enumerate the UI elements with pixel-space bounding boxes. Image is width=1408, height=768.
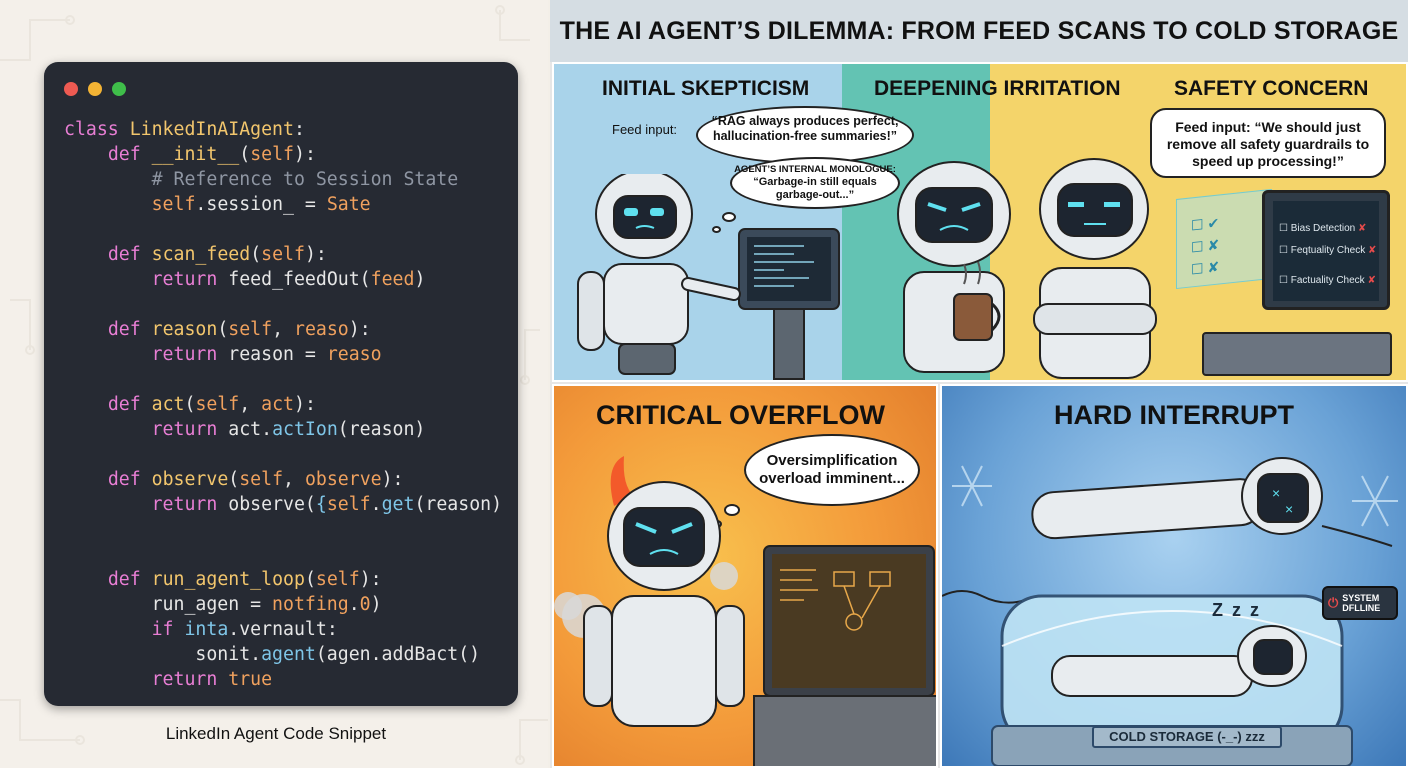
panel3-monitor-screen: ☐ Bias Detection ✘ ☐ Feqtuality Check ✘ … [1273,201,1379,301]
panel1-thought-cloud: AGENT’S INTERNAL MONOLOGUE: “Garbage-in … [730,157,900,209]
thought-dot [724,504,740,516]
code-line [64,442,502,467]
code-line: if inta.vernault: [151,619,338,640]
minimize-dot[interactable] [88,82,102,96]
panel3-checklist-item: ☐ Bias Detection ✘ [1279,223,1367,234]
panel5: HARD INTERRUPT × × Z z z ⏻ SYSTEM DFLLIN… [940,384,1408,768]
code-line: def reason(self, reaso): [107,319,371,340]
panel3-speech-bubble: Feed input: “We should just remove all s… [1150,108,1386,178]
code-line [64,542,502,567]
panel1-title: INITIAL SKEPTICISM [602,77,810,100]
panel3-keyboard [1202,332,1392,376]
comic-title-bar: THE AI AGENT’S DILEMMA: FROM FEED SCANS … [550,0,1408,62]
panel3-checklist-item: ☐ Feqtuality Check ✘ [1279,245,1377,256]
panel-top-row: INITIAL SKEPTICISM Feed input: “RAG alwa… [552,62,1408,382]
panel1-feed-quote: “RAG always produces perfect, hallucinat… [711,114,899,143]
thought-dot [712,226,721,233]
panel4-thought-cloud: Oversimplification overload imminent... [744,434,920,506]
panel5-zzz: Z z z [1212,600,1261,620]
comic-title: THE AI AGENT’S DILEMMA: FROM FEED SCANS … [559,16,1399,45]
thought-dot [722,212,736,222]
power-icon: ⏻ [1328,595,1339,610]
comic-strip: THE AI AGENT’S DILEMMA: FROM FEED SCANS … [550,0,1408,768]
code-line: return observe({self.get(reason) [151,494,503,515]
panel1-monologue-label: AGENT’S INTERNAL MONOLOGUE: [734,164,896,176]
svg-text:×: × [1272,485,1280,501]
code-line: sonit.agent(agen.addBact() [64,644,481,665]
code-line [64,217,502,242]
panel2-robot-with-mug [897,161,1011,373]
maximize-dot[interactable] [112,82,126,96]
panel2-title: DEEPENING IRRITATION [874,77,1121,100]
panel1-feed-bubble: “RAG always produces perfect, hallucinat… [696,106,914,164]
code-line: run_agen = notfing.0) [64,594,382,615]
code-line: return true [151,669,273,690]
code-line [64,292,502,317]
panel5-storage-label: COLD STORAGE (-_-) zzz [1092,726,1282,748]
panel1-monologue-text: “Garbage-in still equals garbage-out...” [753,175,877,201]
panel3-robot-arms-crossed [1033,158,1157,379]
code-snippet-area: class LinkedInAIAgent: def __init__(self… [0,0,548,768]
panel3-checklist-item: ☐ Factuality Check ✘ [1279,275,1376,286]
code-line: def __init__(self): [107,144,316,165]
code-line: def act(self, act): [107,394,316,415]
code-window: class LinkedInAIAgent: def __init__(self… [44,62,518,706]
code-block: class LinkedInAIAgent: def __init__(self… [64,117,502,692]
panel4-title: CRITICAL OVERFLOW [596,400,885,430]
code-line: return act.actIon(reason) [151,419,426,440]
code-line [64,367,502,392]
circuit-background-pattern [0,5,548,765]
panel1-robot-illustration [577,174,840,380]
panel3-monitor: ☐ Bias Detection ✘ ☐ Feqtuality Check ✘ … [1262,190,1390,310]
panel4: CRITICAL OVERFLOW Oversimplification ove… [552,384,938,768]
svg-text:×: × [1285,501,1293,517]
code-line [64,517,502,542]
close-dot[interactable] [64,82,78,96]
code-line: self.session_ = Sate [151,194,371,215]
code-line: class LinkedInAIAgent: [64,119,305,140]
code-caption: LinkedIn Agent Code Snippet [165,724,387,743]
panel5-title: HARD INTERRUPT [1054,400,1294,430]
code-line: # Reference to Session State [151,169,459,190]
code-line: def scan_feed(self): [107,244,327,265]
code-line: def observe(self, observe): [107,469,404,490]
panel1-feed-label: Feed input: [612,122,678,137]
panel4-overheating-robot [554,456,936,766]
panel3-title: SAFETY CONCERN [1174,77,1369,100]
code-line: def run_agent_loop(self): [107,569,382,590]
status-badge-text: SYSTEM DFLLINE [1342,593,1381,613]
code-line: return reason = reaso [151,344,382,365]
panel3-hologram-checklist: ☐ ✔☐ ✘☐ ✘ [1176,188,1272,290]
code-line: return feed_feedOut(feed) [151,269,426,290]
panel5-status-badge: ⏻ SYSTEM DFLLINE [1322,586,1398,620]
